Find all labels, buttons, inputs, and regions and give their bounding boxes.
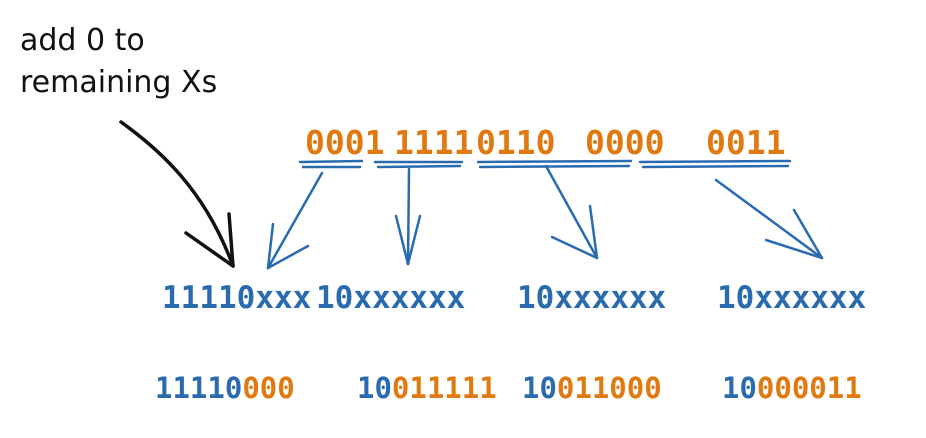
input-bits-group: 0110 bbox=[476, 123, 555, 162]
arrow-to-byte-1 bbox=[266, 171, 324, 270]
template-byte-1: 11110xxx bbox=[162, 280, 311, 316]
result-fill: 011000 bbox=[557, 371, 662, 405]
template-xs: xxxxxx bbox=[554, 280, 666, 316]
result-fill: 011111 bbox=[392, 371, 497, 405]
annotation-line-1: add 0 to bbox=[20, 23, 145, 58]
result-byte-1: 11110000 bbox=[155, 371, 295, 405]
group-underlines bbox=[298, 159, 792, 169]
input-bits: 0001 1111 0110 0000 0011 bbox=[305, 123, 785, 162]
template-byte-3: 10xxxxxx bbox=[517, 280, 666, 316]
result-prefix: 11110 bbox=[155, 371, 242, 405]
template-xs: xxxxxx bbox=[754, 280, 866, 316]
input-bits-group: 1111 bbox=[394, 123, 473, 162]
input-bits-group: 0001 bbox=[305, 123, 384, 162]
template-byte-4: 10xxxxxx bbox=[717, 280, 866, 316]
byte-templates: 11110xxx 10xxxxxx 10xxxxxx 10xxxxxx bbox=[162, 280, 866, 316]
result-prefix: 10 bbox=[522, 371, 557, 405]
result-fill: 000 bbox=[242, 371, 294, 405]
template-xs: xxx bbox=[255, 280, 311, 316]
arrow-to-byte-3 bbox=[544, 164, 599, 260]
result-byte-3: 10011000 bbox=[522, 371, 662, 405]
mapping-arrows bbox=[266, 164, 824, 270]
template-prefix: 10 bbox=[517, 280, 554, 316]
result-prefix: 10 bbox=[722, 371, 757, 405]
template-prefix: 10 bbox=[717, 280, 754, 316]
result-fill: 000011 bbox=[757, 371, 862, 405]
encoded-bytes: 11110000 10011111 10011000 10000011 bbox=[155, 371, 862, 405]
result-prefix: 10 bbox=[357, 371, 392, 405]
result-byte-2: 10011111 bbox=[357, 371, 497, 405]
input-bits-group: 0000 bbox=[585, 123, 664, 162]
template-prefix: 11110 bbox=[162, 280, 255, 316]
arrow-to-byte-4 bbox=[714, 178, 824, 260]
annotation-line-2: remaining Xs bbox=[20, 65, 217, 100]
input-bits-group: 0011 bbox=[706, 123, 785, 162]
result-byte-4: 10000011 bbox=[722, 371, 862, 405]
annotation-arrow bbox=[119, 120, 235, 268]
arrow-to-byte-2 bbox=[394, 167, 422, 266]
template-prefix: 10 bbox=[316, 280, 353, 316]
template-byte-2: 10xxxxxx bbox=[316, 280, 465, 316]
template-xs: xxxxxx bbox=[353, 280, 465, 316]
